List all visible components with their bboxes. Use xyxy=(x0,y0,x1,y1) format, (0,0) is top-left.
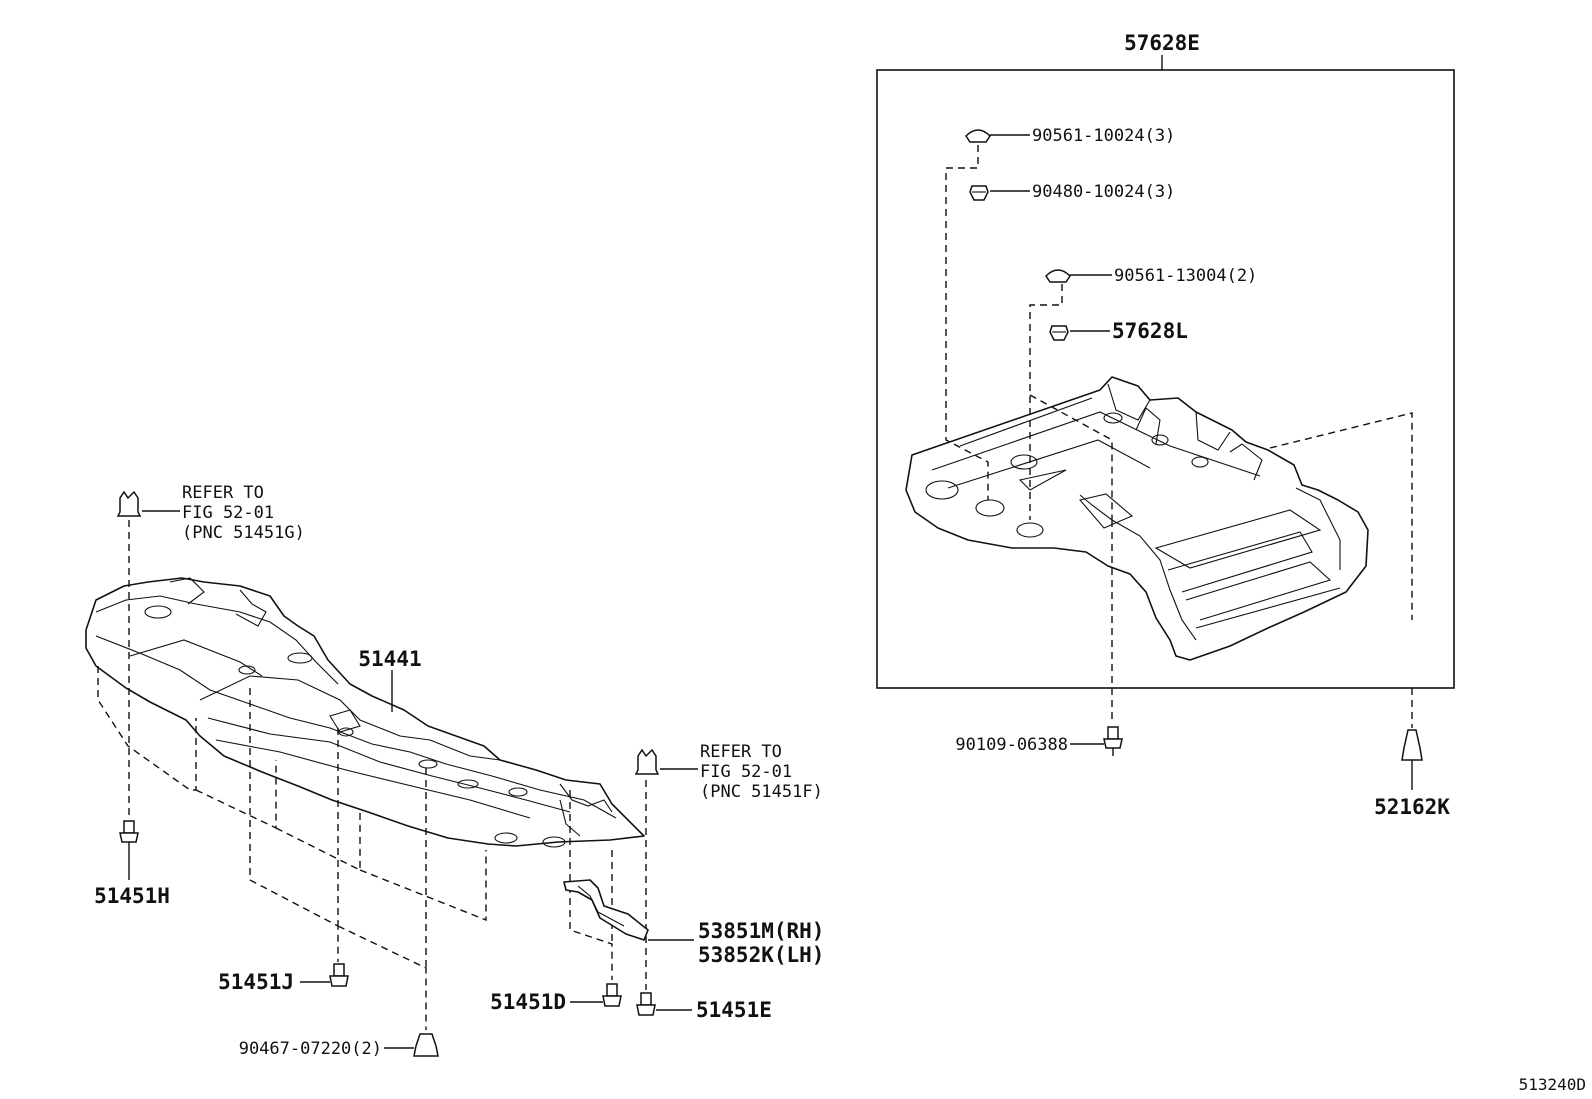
assembly-label: 57628E xyxy=(1124,31,1200,55)
label-52162K: 52162K xyxy=(1374,795,1450,819)
label-53852K: 53852K(LH) xyxy=(698,943,824,967)
label-51451E: 51451E xyxy=(696,998,772,1022)
bolt-90109-06388-icon[interactable] xyxy=(1103,726,1123,756)
label-57628L: 57628L xyxy=(1112,319,1188,343)
bolt-51451J-icon[interactable] xyxy=(329,963,349,987)
label-90561-13004: 90561-13004(2) xyxy=(1114,266,1257,286)
bracket-53851M-53852K[interactable] xyxy=(563,879,649,941)
label-53851M: 53851M(RH) xyxy=(698,919,824,943)
clip-52162K-icon[interactable] xyxy=(1401,729,1423,790)
clip-90467-07220-icon[interactable] xyxy=(413,1033,439,1057)
refer-left-line1: REFER TO xyxy=(182,483,264,503)
assembly-57628E: 57628E xyxy=(876,31,1455,689)
label-51451J: 51451J xyxy=(218,970,294,994)
refer-right-line3: (PNC 51451F) xyxy=(700,782,823,802)
label-90561-10024: 90561-10024(3) xyxy=(1032,126,1175,146)
label-51451H: 51451H xyxy=(94,884,170,908)
figure-code: 513240D xyxy=(1519,1075,1586,1094)
nut-57628L-icon[interactable] xyxy=(1049,325,1069,341)
label-90109-06388: 90109-06388 xyxy=(955,735,1068,755)
clip-51451F-icon[interactable] xyxy=(634,748,660,775)
refer-right-line2: FIG 52-01 xyxy=(700,762,792,782)
refer-left-line2: FIG 52-01 xyxy=(182,503,274,523)
label-51451D: 51451D xyxy=(490,990,566,1014)
front-spoiler-cover-51441[interactable] xyxy=(85,577,645,848)
label-51441: 51441 xyxy=(358,647,421,671)
engine-under-cover-57628E[interactable] xyxy=(905,376,1369,661)
refer-left-line3: (PNC 51451G) xyxy=(182,523,305,543)
label-90480-10024: 90480-10024(3) xyxy=(1032,182,1175,202)
refer-right-line1: REFER TO xyxy=(700,742,782,762)
clip-nut-90480-10024-icon[interactable] xyxy=(969,185,989,201)
grommet-90561-13004-icon[interactable] xyxy=(1045,269,1071,283)
assembly-box xyxy=(876,69,1455,689)
bolt-51451D-icon[interactable] xyxy=(602,983,622,1007)
clip-51451G-icon[interactable] xyxy=(116,490,142,517)
bolt-51451E-icon[interactable] xyxy=(636,992,656,1016)
grommet-90561-10024-icon[interactable] xyxy=(965,129,991,143)
bolt-51451H-icon[interactable] xyxy=(119,820,139,880)
label-90467-07220: 90467-07220(2) xyxy=(239,1039,382,1059)
